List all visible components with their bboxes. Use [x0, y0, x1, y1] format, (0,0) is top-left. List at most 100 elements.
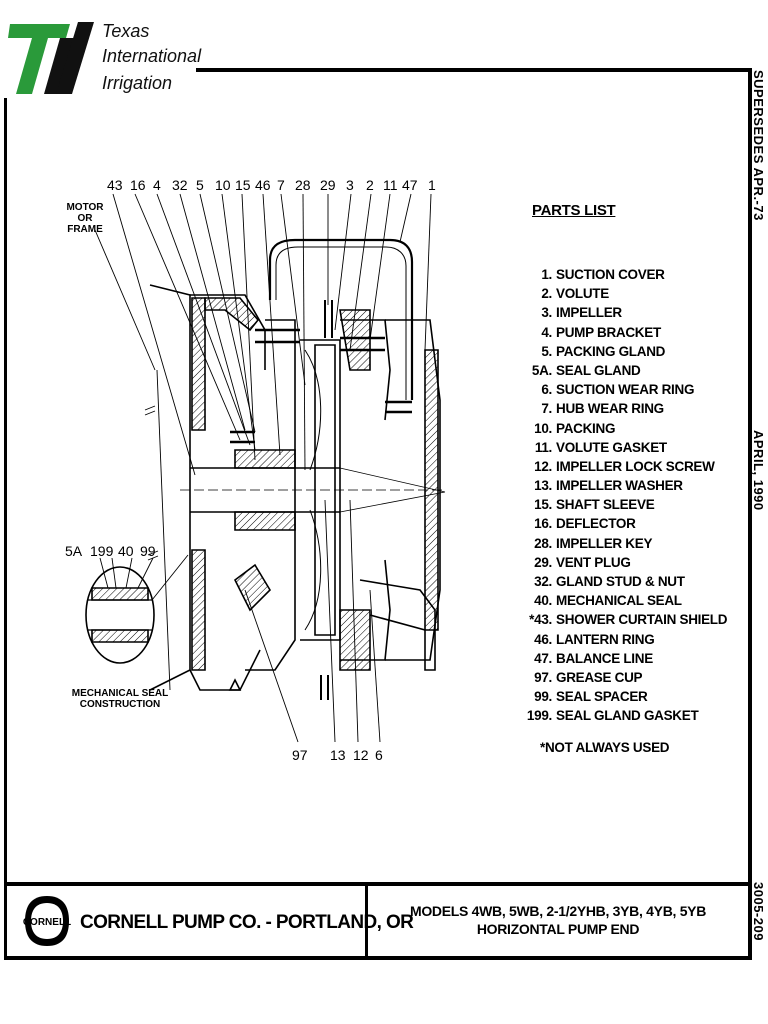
part-name: SHOWER CURTAIN SHIELD [556, 612, 728, 628]
parts-list-item: 11.VOLUTE GASKET [520, 438, 727, 457]
part-name: GREASE CUP [556, 669, 643, 685]
parts-list-item: 97.GREASE CUP [520, 668, 727, 687]
callout-28: 28 [295, 177, 311, 193]
part-number: 5. [541, 343, 552, 359]
callout-40: 40 [118, 543, 134, 559]
logo-text-line-3: Irrigation [102, 73, 173, 93]
motor-label-line-2: OR [77, 213, 93, 224]
part-name: VOLUTE GASKET [556, 439, 667, 455]
seal-label-line-1: MECHANICAL SEAL [71, 688, 169, 699]
callout-2: 2 [366, 177, 374, 193]
logo-text-line-2: International [102, 46, 202, 66]
seal-label-line-2: CONSTRUCTION [79, 699, 161, 710]
parts-list-item: 32.GLAND STUD & NUT [520, 572, 727, 591]
part-number: 13. [534, 478, 552, 494]
part-number: 46. [534, 631, 552, 647]
frame-left-border [4, 98, 7, 960]
part-number: 32. [534, 574, 552, 589]
motor-label-line-1: MOTOR [66, 202, 104, 213]
part-name: IMPELLER [556, 305, 622, 321]
part-number: 12. [534, 458, 552, 474]
callout-5a: 5A [65, 543, 83, 559]
part-name: DEFLECTOR [556, 516, 636, 532]
parts-list-item: 6.SUCTION WEAR RING [520, 380, 727, 399]
frame-right-border [748, 68, 752, 960]
title-block-separator [4, 882, 752, 886]
part-number: 29. [534, 554, 552, 570]
mechanical-seal-construction-label: MECHANICAL SEAL CONSTRUCTION [70, 688, 170, 710]
part-number: 6. [541, 382, 552, 398]
callout-47: 47 [402, 177, 418, 193]
callout-5: 5 [196, 177, 204, 193]
part-name: SUCTION COVER [556, 267, 665, 282]
parts-list-item: 99.SEAL SPACER [520, 687, 727, 706]
callout-43: 43 [107, 177, 123, 193]
callout-10: 10 [215, 177, 231, 193]
part-number: 15. [534, 497, 552, 513]
part-name: SEAL GLAND GASKET [556, 708, 699, 724]
motor-frame-label: MOTOR OR FRAME [62, 202, 108, 235]
parts-list-item: 10.PACKING [520, 419, 727, 438]
parts-list-item: 13.IMPELLER WASHER [520, 476, 727, 495]
part-name: MECHANICAL SEAL [556, 593, 682, 609]
callout-29: 29 [320, 177, 336, 193]
part-name: BALANCE LINE [556, 650, 653, 666]
parts-list-item: 47.BALANCE LINE [520, 649, 727, 668]
part-number: 2. [541, 286, 552, 302]
models-description: MODELS 4WB, 5WB, 2-1/2YHB, 3YB, 4YB, 5YB… [368, 902, 748, 938]
part-name: LANTERN RING [556, 631, 655, 647]
callout-3: 3 [346, 177, 354, 193]
parts-list-footnote: *NOT ALWAYS USED [540, 740, 670, 755]
part-number: *43. [529, 612, 552, 628]
callout-13: 13 [330, 747, 346, 763]
title-block-divider [365, 884, 368, 958]
parts-list-item: 5.PACKING GLAND [520, 342, 727, 361]
part-number: 11. [534, 439, 552, 455]
revision-date: APRIL, 1990 [751, 430, 766, 511]
part-number: 3. [541, 305, 552, 321]
pump-cross-section-drawing [85, 193, 446, 743]
parts-list-item: 15.SHAFT SLEEVE [520, 495, 727, 514]
part-name: IMPELLER LOCK SCREW [556, 458, 715, 474]
part-number: 40. [534, 593, 552, 609]
part-name: VENT PLUG [556, 554, 631, 570]
callout-16: 16 [130, 177, 146, 193]
frame-top-border [196, 68, 752, 72]
callout-32: 32 [172, 177, 188, 193]
parts-list-item: 199.SEAL GLAND GASKET [520, 706, 727, 725]
parts-list-item: *43.SHOWER CURTAIN SHIELD [520, 610, 727, 629]
company-name: CORNELL PUMP CO. - PORTLAND, OR [80, 912, 414, 933]
parts-list-item: 12.IMPELLER LOCK SCREW [520, 457, 727, 476]
part-number: 1. [541, 267, 552, 282]
parts-list-item: 3.IMPELLER [520, 303, 727, 322]
models-line-2: HORIZONTAL PUMP END [476, 921, 640, 937]
cornell-seal-icon: CORNELL [23, 896, 71, 946]
part-name: PACKING [556, 420, 616, 436]
part-name: HUB WEAR RING [556, 401, 664, 417]
frame-bottom-border [4, 956, 752, 960]
parts-list-item: 5A.SEAL GLAND [520, 361, 727, 380]
part-number: 16. [534, 516, 552, 532]
part-number: 99. [534, 689, 552, 705]
parts-list-item: 2.VOLUTE [520, 284, 727, 303]
cornell-logo-text: CORNELL [23, 917, 71, 928]
callout-199: 199 [90, 543, 114, 559]
part-name: IMPELLER WASHER [556, 478, 683, 494]
part-name: IMPELLER KEY [556, 535, 653, 551]
parts-list-item: 28.IMPELLER KEY [520, 534, 727, 553]
part-name: VOLUTE [556, 286, 609, 302]
part-number: 4. [541, 324, 552, 340]
document-number: 3005-209 [751, 882, 766, 941]
part-number: 97. [534, 669, 552, 685]
callout-11: 11 [383, 177, 398, 193]
tii-logo-mark-icon [8, 22, 94, 94]
cornell-logo: CORNELL [22, 893, 72, 949]
part-name: SUCTION WEAR RING [556, 382, 695, 398]
parts-list-item: 16.DEFLECTOR [520, 514, 727, 533]
callout-12: 12 [353, 747, 369, 763]
parts-list-item: 7.HUB WEAR RING [520, 399, 727, 418]
part-name: SEAL SPACER [556, 689, 648, 705]
motor-label-line-3: FRAME [67, 224, 103, 235]
part-number: 199. [526, 708, 552, 724]
